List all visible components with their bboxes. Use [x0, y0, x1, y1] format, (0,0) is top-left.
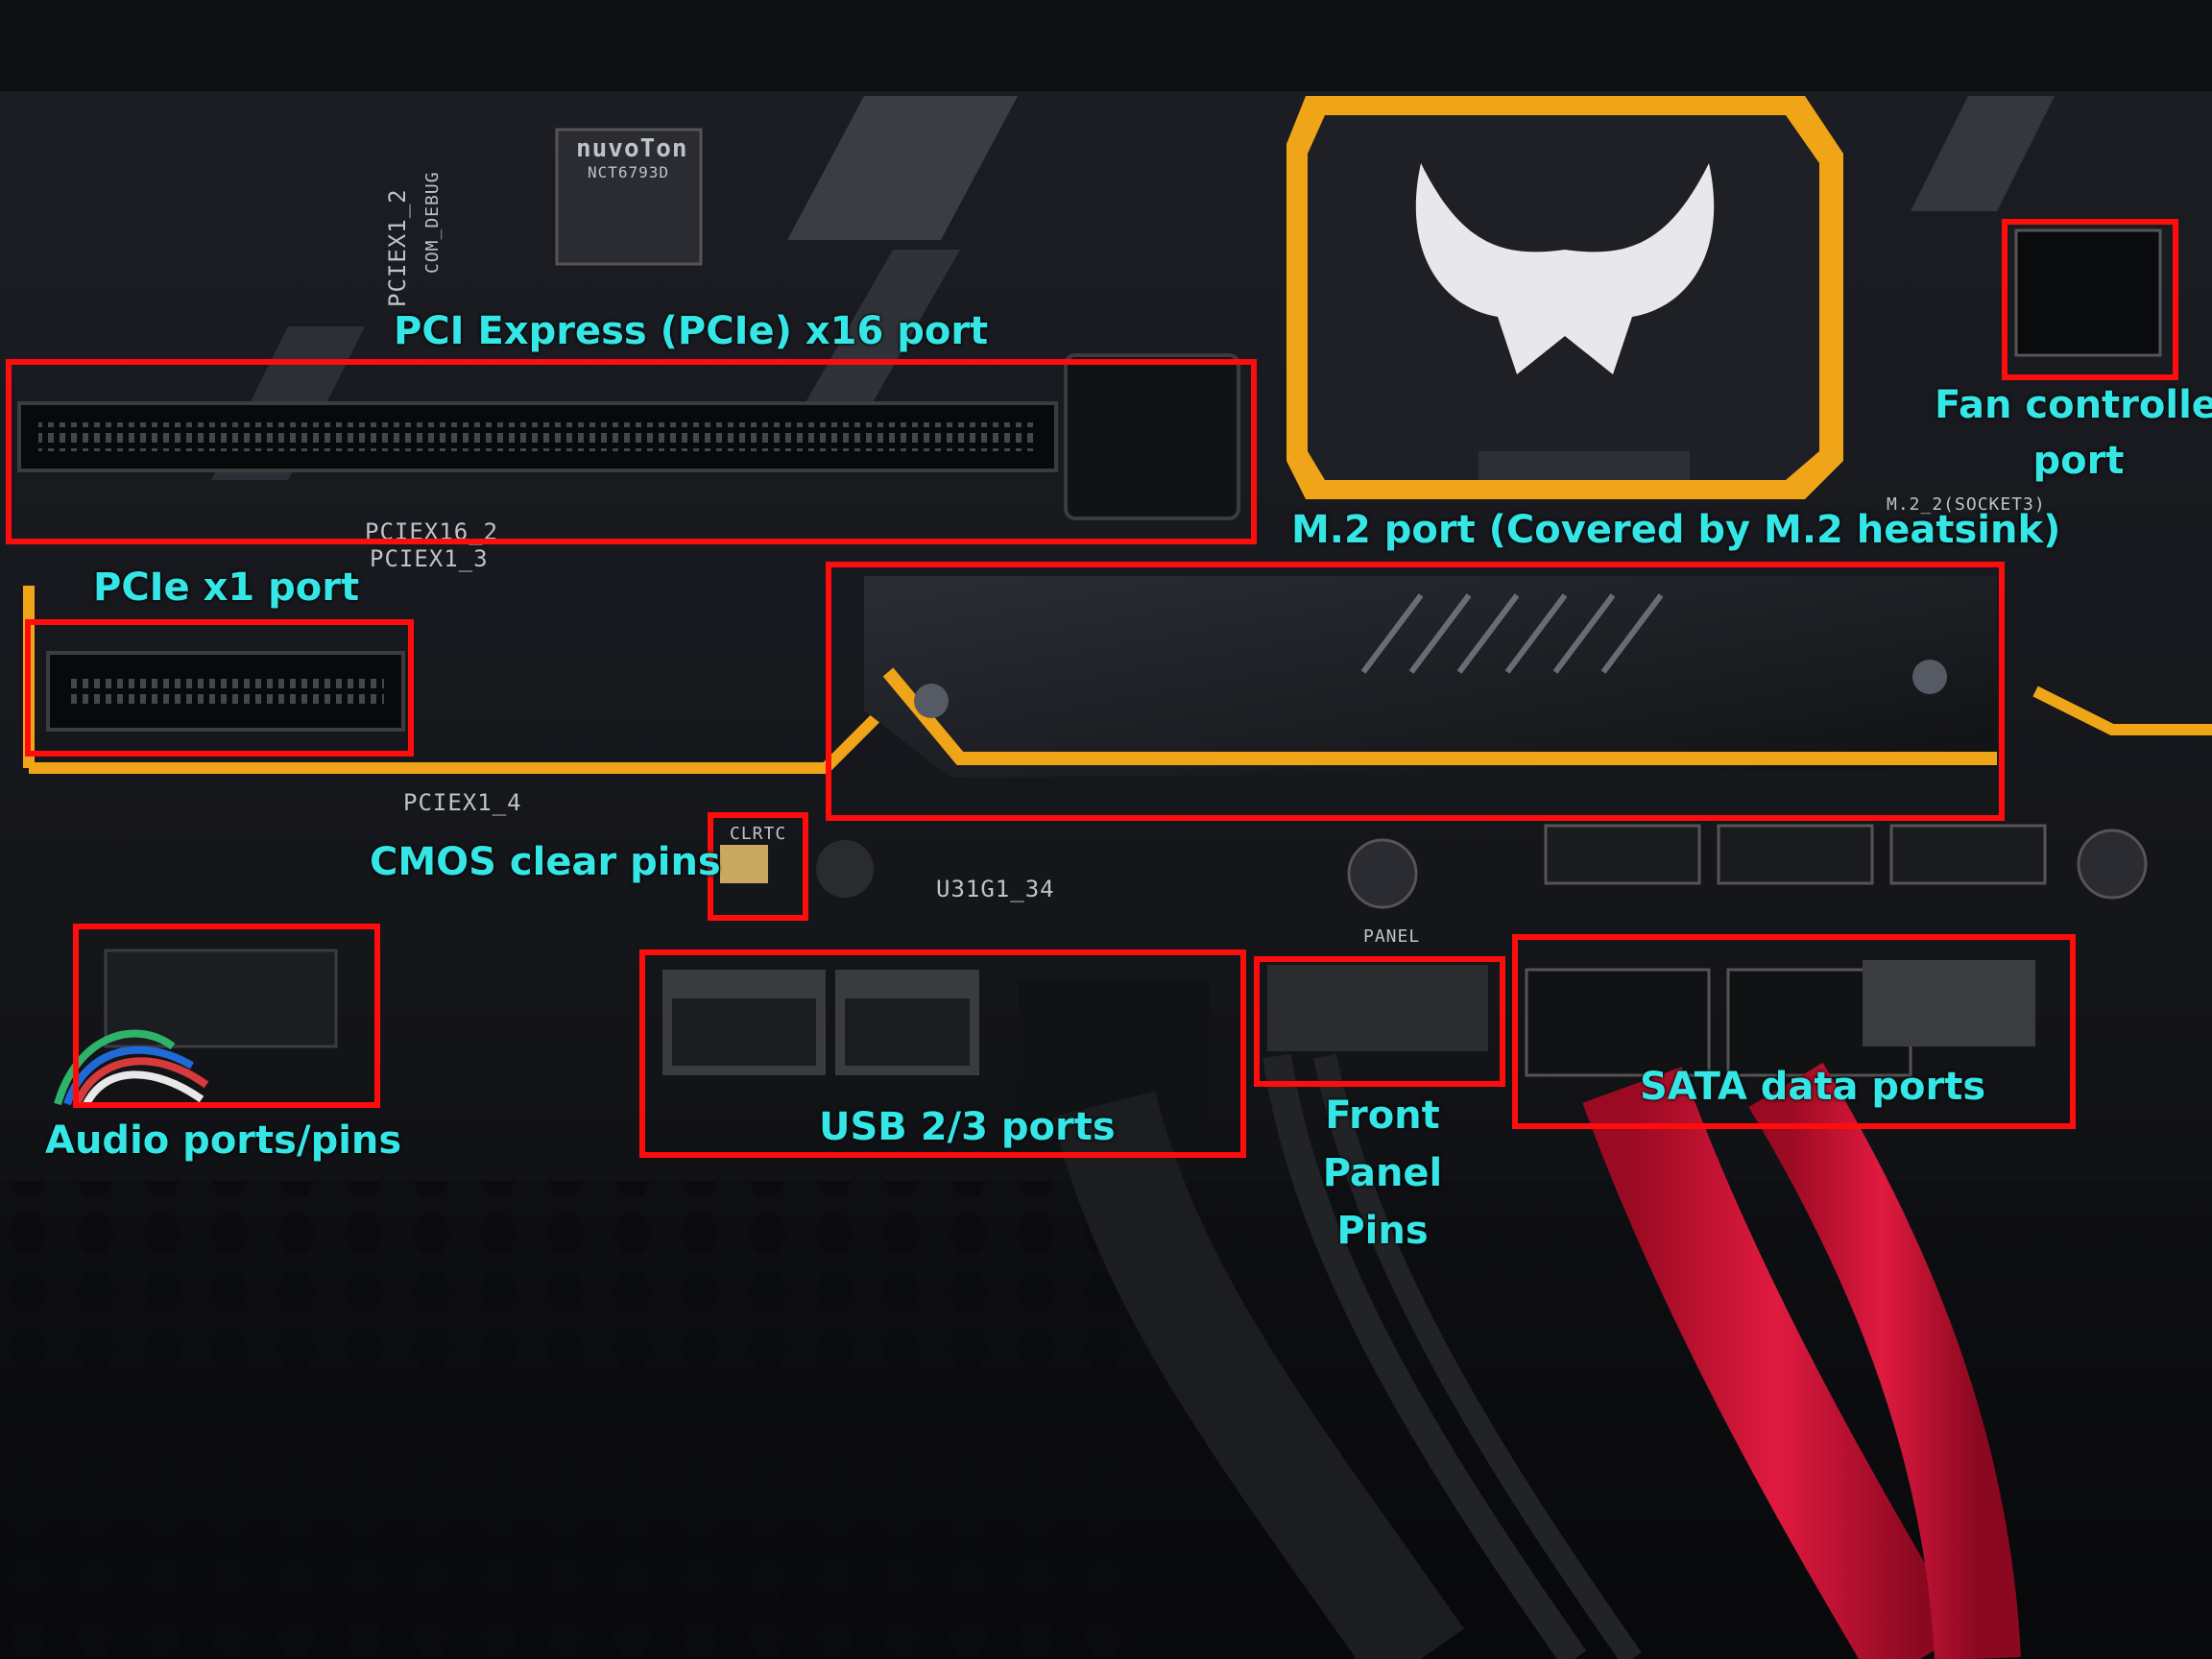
usb-label: USB 2/3 ports [819, 1105, 1116, 1149]
fan-controller-label: Fan controller port [1935, 386, 2212, 480]
pciex1-3-marking: PCIEX1_3 [370, 545, 489, 572]
cmos-label: CMOS clear pins [370, 840, 721, 884]
com-debug-marking: COM_DEBUG [422, 171, 443, 274]
fan-controller-label-line1: Fan controller [1935, 383, 2212, 427]
pciex1-2-marking: PCIEX1_2 [384, 188, 411, 307]
front-panel-label-line2: Panel [1322, 1151, 1443, 1195]
usb-highlight-box [639, 950, 1246, 1158]
front-panel-label-line1: Front [1325, 1094, 1440, 1138]
audio-highlight-box [73, 924, 380, 1108]
front-panel-highlight-box [1254, 956, 1505, 1087]
m2-socket-marking: M.2_2(SOCKET3) [1887, 494, 2046, 515]
front-panel-label: Front Panel Pins [1286, 1096, 1479, 1250]
chip-brand-marking: nuvoTon [576, 134, 688, 163]
m2-label: M.2 port (Covered by M.2 heatsink) [1291, 508, 2061, 552]
front-panel-label-line3: Pins [1336, 1209, 1429, 1253]
sata-label: SATA data ports [1640, 1065, 1986, 1109]
clrtc-marking: CLRTC [730, 824, 787, 844]
panel-marking: PANEL [1363, 926, 1421, 947]
fan-controller-highlight-box [2002, 219, 2178, 380]
pcie-x16-highlight-box [6, 359, 1257, 544]
pcie-x1-label: PCIe x1 port [93, 565, 360, 610]
sata-highlight-box [1512, 934, 2076, 1129]
cmos-highlight-box [708, 812, 808, 921]
chip-model-marking: NCT6793D [588, 163, 670, 181]
audio-label: Audio ports/pins [45, 1118, 402, 1163]
pcie-x16-label: PCI Express (PCIe) x16 port [394, 309, 989, 353]
pcie-x1-highlight-box [25, 619, 414, 757]
fan-controller-label-line2: port [2032, 439, 2125, 483]
m2-highlight-box [826, 562, 2005, 821]
usb-header-marking: U31G1_34 [936, 876, 1055, 902]
pciex1-4-marking: PCIEX1_4 [403, 789, 522, 816]
